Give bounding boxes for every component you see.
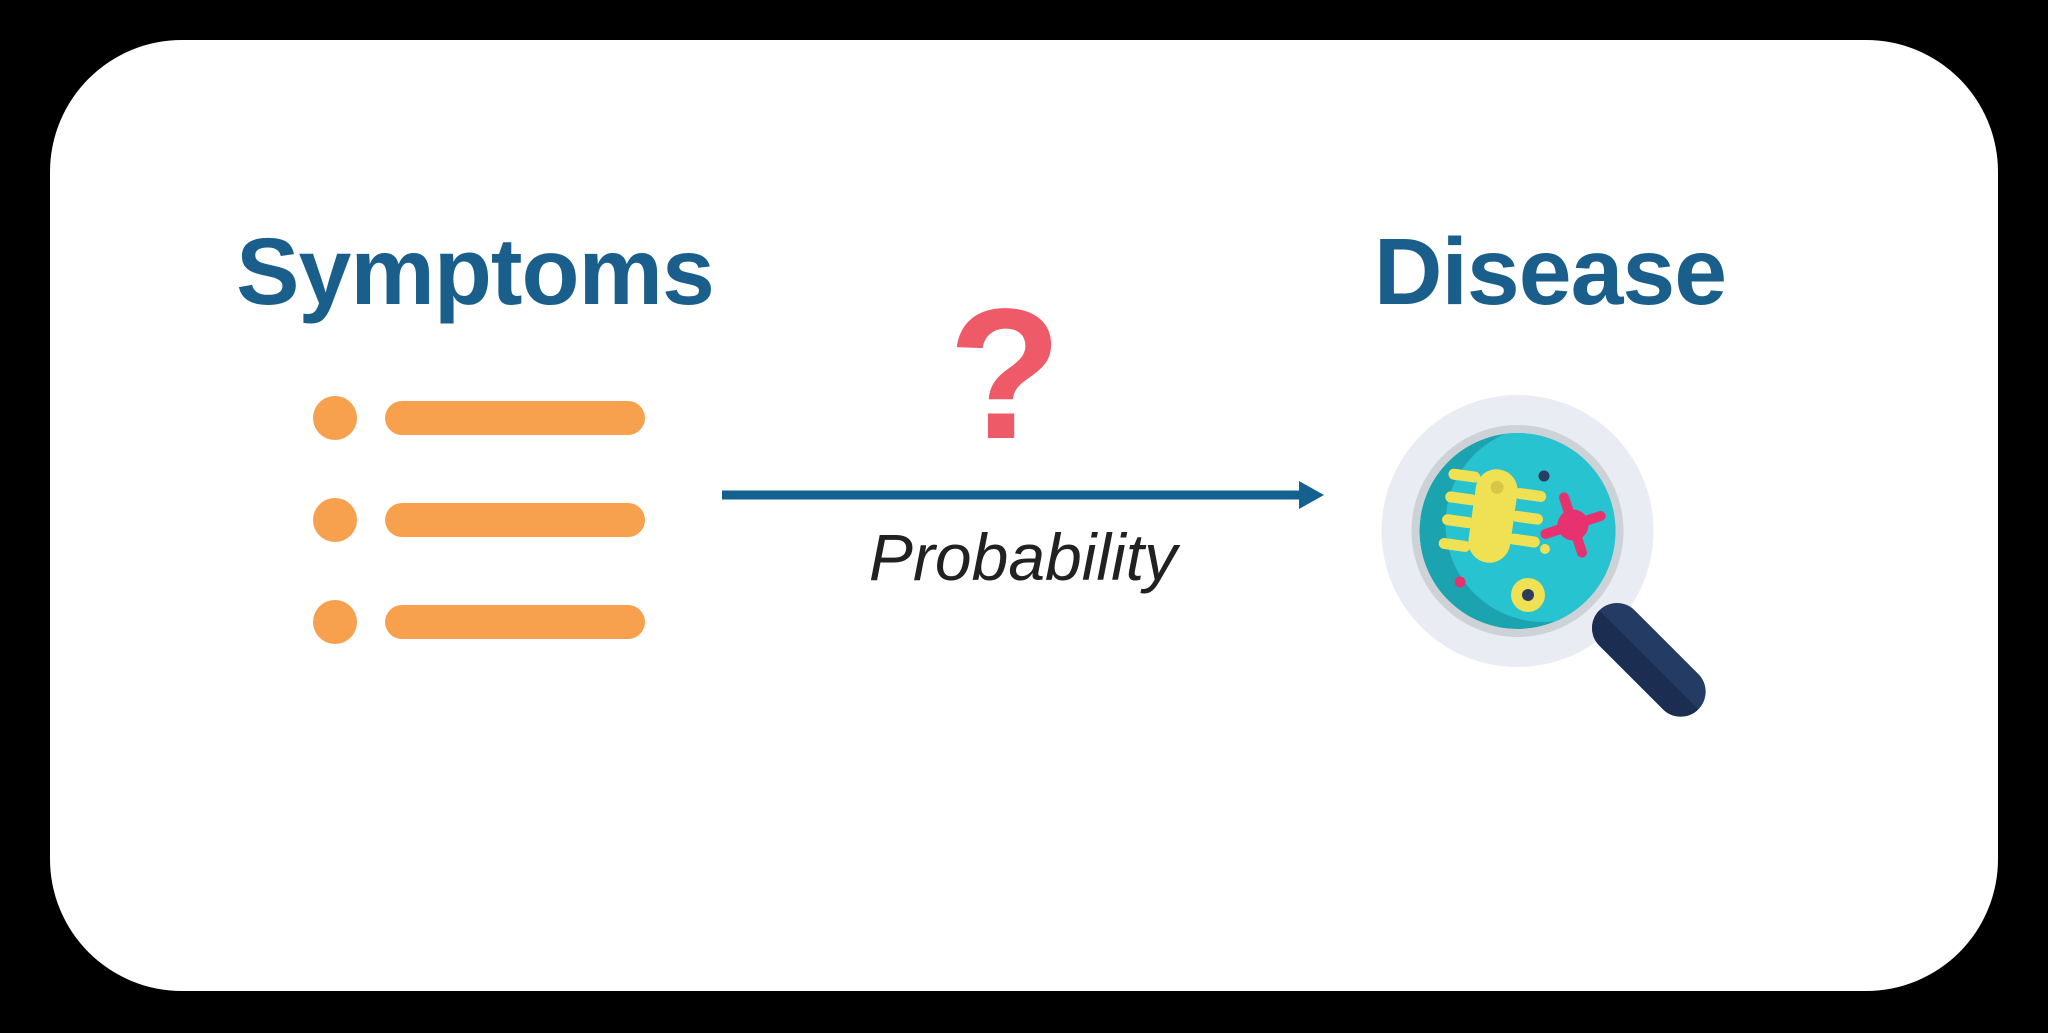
list-line-icon [385, 401, 645, 435]
arrow-label: Probability [868, 520, 1178, 594]
list-bullet-icon [313, 498, 357, 542]
disease-title: Disease [1373, 219, 1727, 325]
right-arrow-icon [722, 481, 1324, 509]
question-mark: ? [948, 271, 1062, 478]
list-line-icon [385, 503, 645, 537]
diagram-card: Symptoms ? Probability Disease [50, 40, 1998, 991]
list-row [313, 396, 645, 440]
list-row [313, 600, 645, 644]
list-bullet-icon [313, 600, 357, 644]
magnifier-microbes-icon [1381, 395, 1706, 728]
list-line-icon [385, 605, 645, 639]
bulleted-list-icon [313, 396, 645, 644]
symptoms-title: Symptoms [236, 219, 715, 325]
list-bullet-icon [313, 396, 357, 440]
list-row [313, 498, 645, 542]
